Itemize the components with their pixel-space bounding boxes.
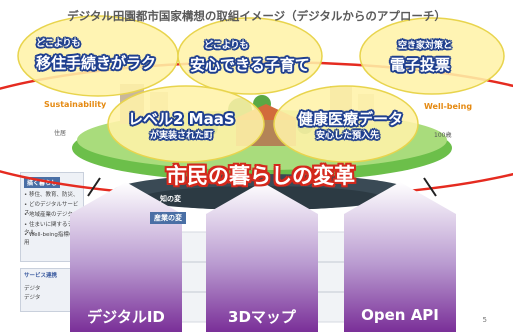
bubble-small-text: どこよりも <box>204 41 249 51</box>
panel-line: • 地域産業のデジタル <box>24 212 79 218</box>
page-number: 5 <box>482 316 487 324</box>
bubble <box>177 17 323 95</box>
bubble-main-text: 電子投票 <box>390 56 451 74</box>
bubble <box>273 85 419 163</box>
age-label: 100歳 <box>434 132 452 139</box>
bubble-main-text: 移住手続きがラク <box>36 54 157 72</box>
headline: 市民の暮らしの変革 <box>166 164 355 188</box>
wellbeing-label: Well-being <box>424 102 473 111</box>
pillar-arrow <box>344 182 456 332</box>
support-leg <box>423 177 437 197</box>
panel-line: • どのデジタルサービス <box>24 202 79 216</box>
bottom-panel-line: デジタ <box>24 295 41 301</box>
pillar-arrow <box>206 182 318 332</box>
bottom-panel-line: デジタ <box>24 286 41 292</box>
residence-label: 住居 <box>54 130 67 137</box>
bubble-main-text: 安心できる子育て <box>190 56 310 74</box>
panel-line: • 移住、教育、防災、 <box>24 192 79 198</box>
page-title: デジタル田園都市国家構想の取組イメージ（デジタルからのアプローチ） <box>67 9 446 23</box>
bubble-small-text: 安心した預入先 <box>316 131 380 141</box>
pillar-label-3d-map: 3Dマップ <box>228 308 296 326</box>
support-leg <box>87 177 101 197</box>
sustainability-label: Sustainability <box>44 100 107 109</box>
bubble <box>107 85 265 163</box>
pillar-label-digital-id: デジタルID <box>87 308 165 326</box>
bubble-main-text: レベル2 MaaS <box>128 110 235 128</box>
bubble <box>359 17 505 95</box>
center-label: 知の変 <box>160 195 181 203</box>
pillar-label-open-api: Open API <box>361 306 439 324</box>
panel-heading: 描く暮らし <box>24 177 61 188</box>
bubble-small-text: どこよりも <box>36 39 81 49</box>
bottom-panel-heading: サービス連携 <box>24 273 58 279</box>
bubble-main-text: 健康医療データ <box>298 110 404 128</box>
panel-line: • 住まいに関するデジタル <box>24 222 79 236</box>
center-label: 産業の変 <box>150 212 186 224</box>
bubble-small-text: が実装された町 <box>150 131 214 141</box>
bubble-small-text: 空き家対策と <box>398 41 453 51</box>
panel-line: • Well-being指標の活用 <box>24 232 80 246</box>
